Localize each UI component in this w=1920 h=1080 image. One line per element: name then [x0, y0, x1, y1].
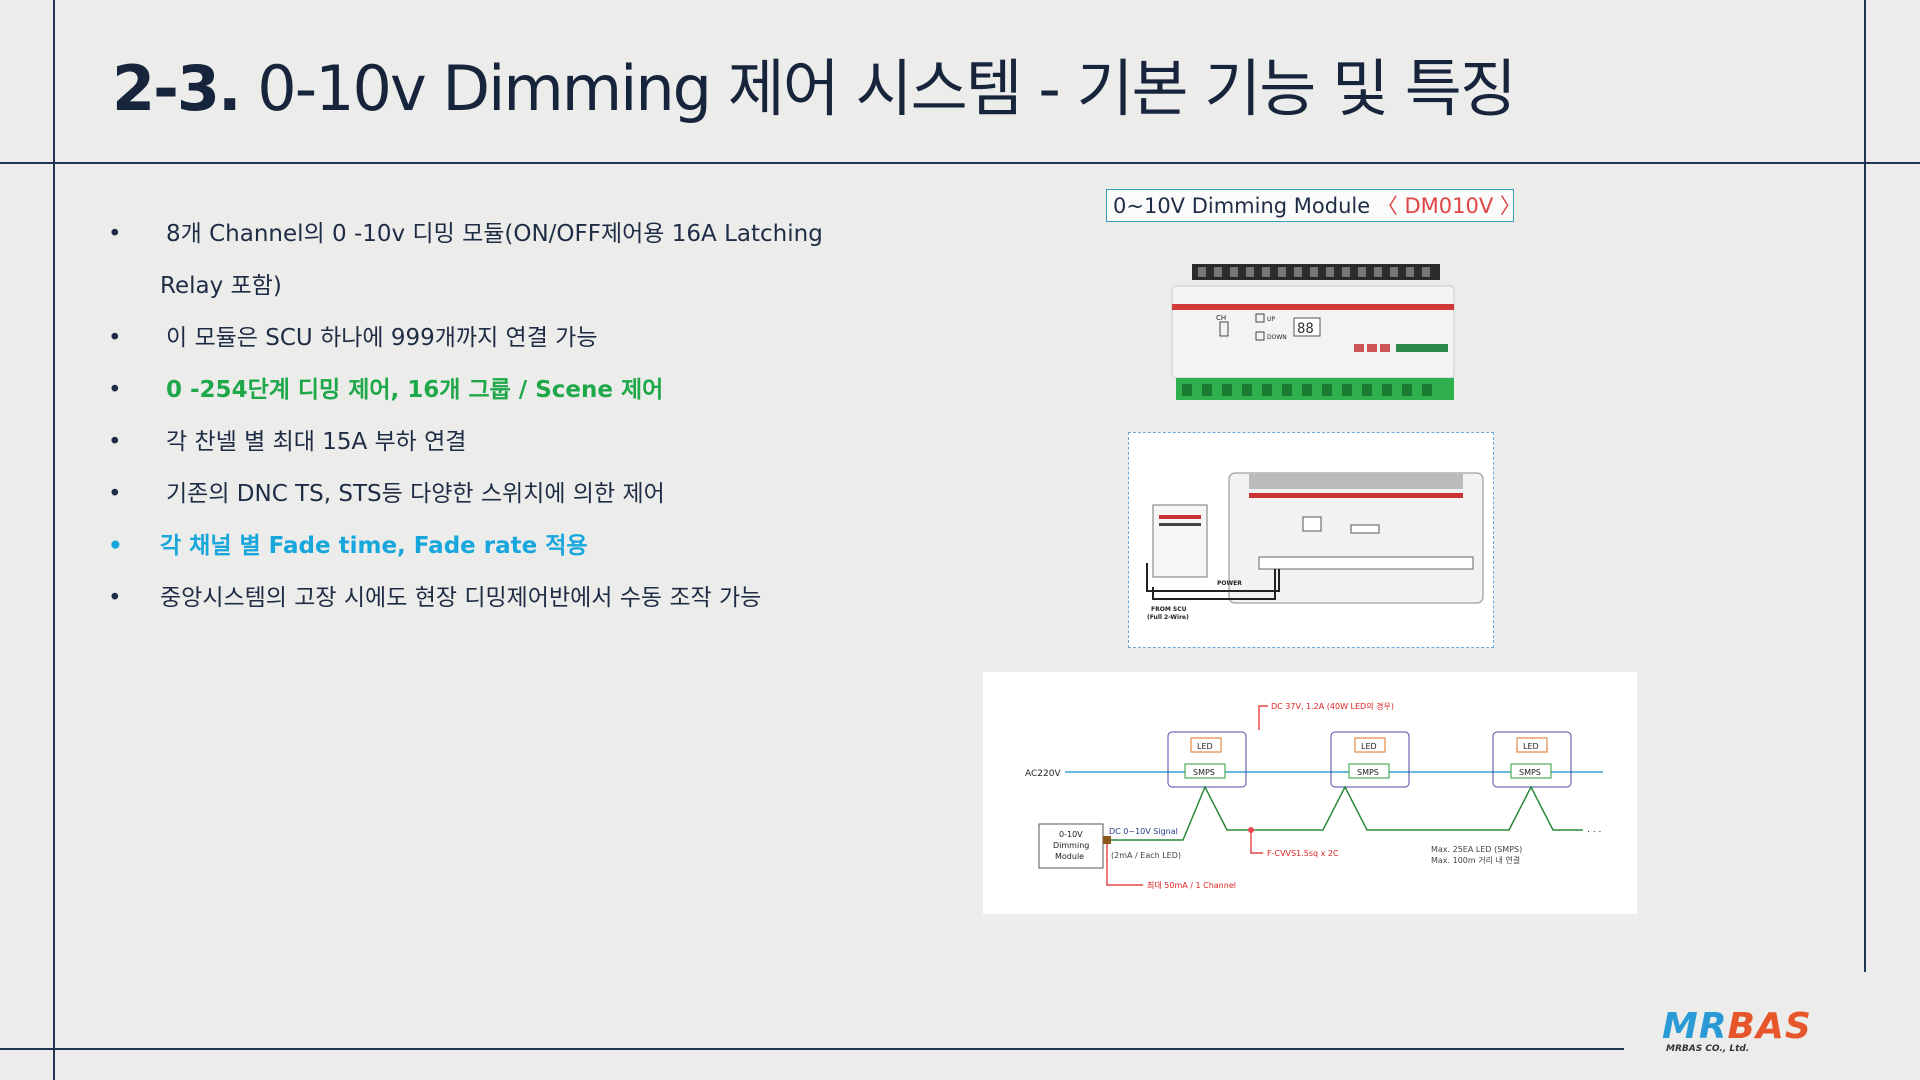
ac-label: AC220V [1025, 769, 1061, 779]
max-led-label: Max. 25EA LED (SMPS) [1431, 845, 1522, 854]
module-model: 〈 DM010V 〉 [1370, 194, 1521, 218]
led-label: LED [1523, 742, 1539, 751]
smps-label: SMPS [1357, 768, 1379, 777]
bullet-text: Relay 포함) [160, 273, 282, 299]
list-item: • 0 -254단계 디밍 제어, 16개 그룹 / Scene 제어 [108, 368, 968, 420]
bullet-text-highlight: 각 채널 별 Fade time, Fade rate 적용 [160, 533, 588, 559]
from-scu-label: FROM SCU [1151, 606, 1187, 613]
module-box-line3: Module [1055, 852, 1084, 861]
bullet-list: • 8개 Channel의 0 -10v 디밍 모듈(ON/OFF제어용 16A … [108, 212, 968, 628]
list-item: • 중앙시스템의 고장 시에도 현장 디밍제어반에서 수동 조작 가능 [108, 576, 968, 628]
led-group-1: LED SMPS [1167, 731, 1247, 788]
logo-mr: MR [1662, 1006, 1728, 1047]
dimming-system-diagram: AC220V DC 37V, 1.2A (40W LED의 경우) LED SM… [1025, 701, 1603, 890]
bullet-dot: • [108, 481, 122, 507]
list-item: • 이 모듈은 SCU 하나에 999개까지 연결 가능 [108, 316, 968, 368]
module-box-line2: Dimming [1053, 841, 1089, 850]
system-diagram: AC220V DC 37V, 1.2A (40W LED의 경우) LED SM… [983, 672, 1637, 914]
device-down-label: DOWN [1267, 334, 1287, 341]
left-frame-line [53, 0, 55, 1080]
wiring-illustration: POWER FROM SCU (Full 2-Wire) [1146, 472, 1484, 621]
bullet-dot: • [108, 221, 122, 247]
header-divider [0, 162, 1920, 164]
module-photo: CH UP DOWN 88 [1170, 258, 1460, 408]
device-display: 88 [1297, 321, 1314, 337]
max-channel-label: 최대 50mA / 1 Channel [1147, 880, 1236, 890]
bullet-text: 기존의 DNC TS, STS등 다양한 스위치에 의한 제어 [166, 481, 665, 507]
module-label: 0~10V Dimming Module 〈 DM010V 〉 [1106, 189, 1521, 222]
footer-divider [0, 1048, 1624, 1050]
bullet-text: 이 모듈은 SCU 하나에 999개까지 연결 가능 [166, 325, 598, 351]
device-ch-label: CH [1216, 314, 1226, 322]
signal-label: DC 0~10V Signal [1109, 827, 1178, 836]
bullet-dot: • [108, 377, 122, 403]
bullet-text: 각 찬넬 별 최대 15A 부하 연결 [166, 429, 467, 455]
led-label: LED [1197, 742, 1213, 751]
power-label: POWER [1217, 580, 1242, 587]
logo-bas: BAS [1727, 1006, 1812, 1047]
list-item: • 8개 Channel의 0 -10v 디밍 모듈(ON/OFF제어용 16A … [108, 212, 968, 264]
signal-sub-label: (2mA / Each LED) [1111, 851, 1181, 860]
bullet-text-highlight: 0 -254단계 디밍 제어, 16개 그룹 / Scene 제어 [166, 377, 664, 403]
full-2wire-label: (Full 2-Wire) [1147, 614, 1189, 621]
led-group-2: LED SMPS [1330, 731, 1410, 788]
title-number: 2-3. [112, 52, 242, 125]
cable-label: F-CVVS1.5sq x 2C [1267, 849, 1339, 858]
bullet-dot: • [108, 429, 122, 455]
bullet-dot: • [108, 325, 122, 351]
list-item: • 기존의 DNC TS, STS등 다양한 스위치에 의한 제어 [108, 472, 968, 524]
bullet-text: 중앙시스템의 고장 시에도 현장 디밍제어반에서 수동 조작 가능 [160, 585, 762, 611]
continuation-dots: . . . [1587, 825, 1601, 835]
wiring-drawing: POWER FROM SCU (Full 2-Wire) [1128, 432, 1494, 648]
company-logo: MRBAS MRBAS CO., Ltd. [1662, 1006, 1850, 1056]
title-text: 0-10v Dimming 제어 시스템 - 기본 기능 및 특징 [257, 52, 1517, 125]
bullet-dot: • [108, 585, 122, 611]
module-box-line1: 0-10V [1059, 830, 1083, 839]
device-up-label: UP [1267, 316, 1275, 323]
module-name: 0~10V Dimming Module [1113, 194, 1371, 218]
smps-label: SMPS [1193, 768, 1215, 777]
bullet-text: 8개 Channel의 0 -10v 디밍 모듈(ON/OFF제어용 16A L… [166, 221, 823, 247]
smps-label: SMPS [1519, 768, 1541, 777]
list-item: • 각 찬넬 별 최대 15A 부하 연결 [108, 420, 968, 472]
max-distance-label: Max. 100m 거리 내 연결 [1431, 855, 1520, 865]
list-item: • 각 채널 별 Fade time, Fade rate 적용 [108, 524, 968, 576]
led-label: LED [1361, 742, 1377, 751]
logo-subtitle: MRBAS CO., Ltd. [1666, 1044, 1750, 1054]
top-note: DC 37V, 1.2A (40W LED의 경우) [1271, 701, 1394, 711]
slide-title: 2-3. 0-10v Dimming 제어 시스템 - 기본 기능 및 특징 [112, 38, 1517, 128]
right-frame-line [1864, 0, 1866, 972]
bullet-dot: • [108, 533, 123, 559]
led-group-3: LED SMPS [1492, 731, 1572, 788]
module-device-illustration: CH UP DOWN 88 [1171, 264, 1455, 400]
list-item: Relay 포함) [108, 264, 968, 316]
